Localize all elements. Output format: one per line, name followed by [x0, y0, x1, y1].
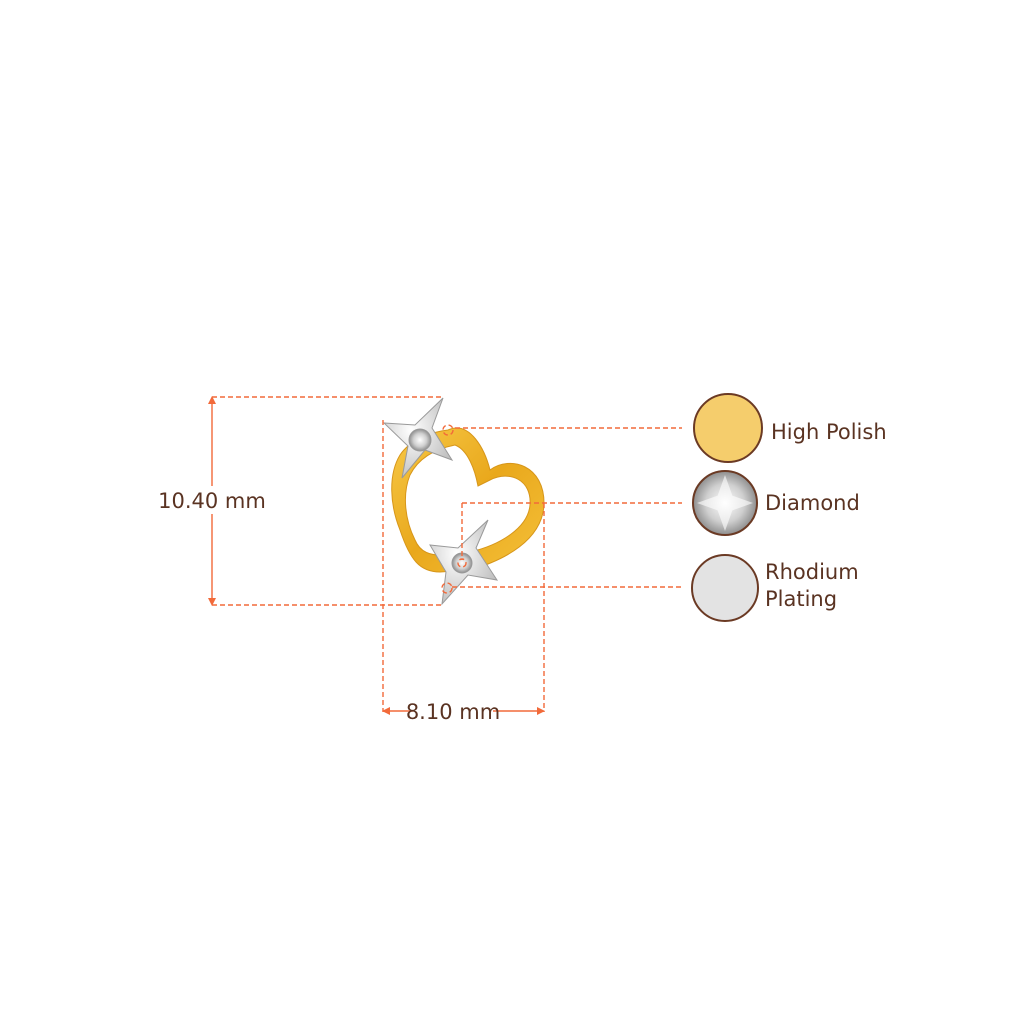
legend-rhodium-plating: Rhodium Plating [691, 554, 859, 622]
leader-lines [441, 424, 682, 594]
legend-high-polish: High Polish [693, 393, 887, 463]
arrow-down-icon [208, 598, 216, 606]
high-polish-label: High Polish [771, 420, 887, 444]
rhodium-label-line2: Plating [765, 587, 837, 611]
diamond-label: Diamond [765, 491, 860, 515]
width-label: 8.10 mm [406, 700, 500, 724]
arrow-left-icon [382, 707, 390, 715]
width-dimension: 8.10 mm [382, 420, 545, 724]
height-dimension: 10.40 mm [155, 396, 443, 606]
earring-image [382, 397, 545, 606]
diamond-top [408, 428, 432, 452]
rhodium-label-line1: Rhodium [765, 560, 859, 584]
legend-diamond: Diamond [692, 470, 860, 536]
arrow-up-icon [208, 396, 216, 404]
high-polish-swatch [693, 393, 763, 463]
arrow-right-icon [537, 707, 545, 715]
height-label: 10.40 mm [158, 489, 266, 513]
rhodium-swatch [691, 554, 759, 622]
